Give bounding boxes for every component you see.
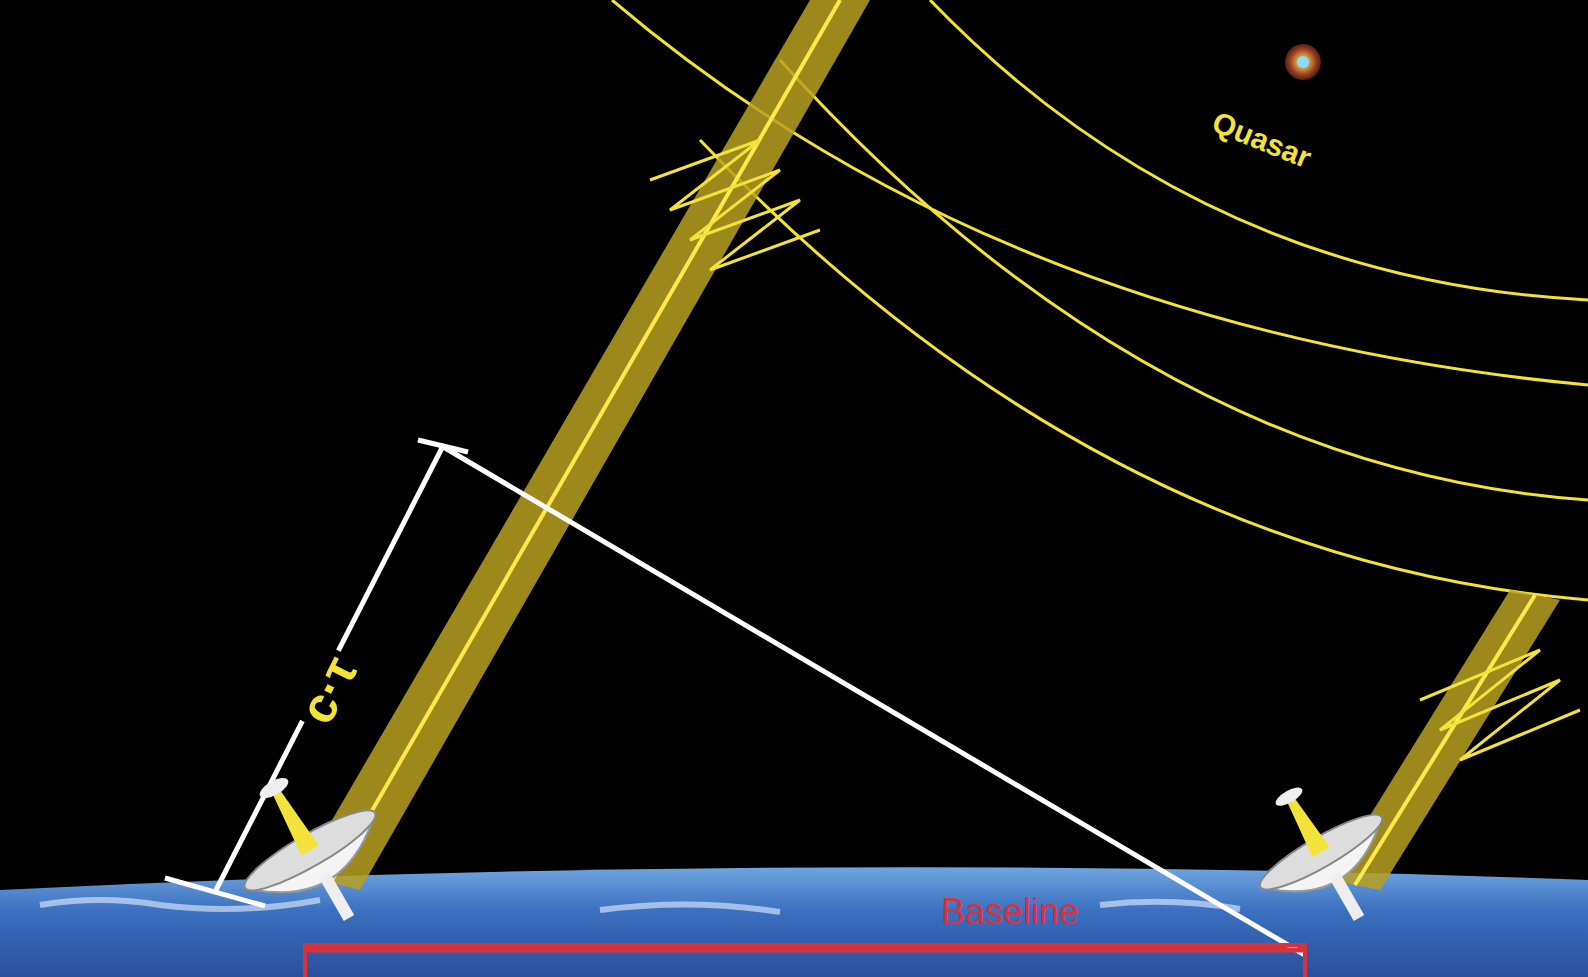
baseline-label: Baseline (935, 889, 1085, 935)
